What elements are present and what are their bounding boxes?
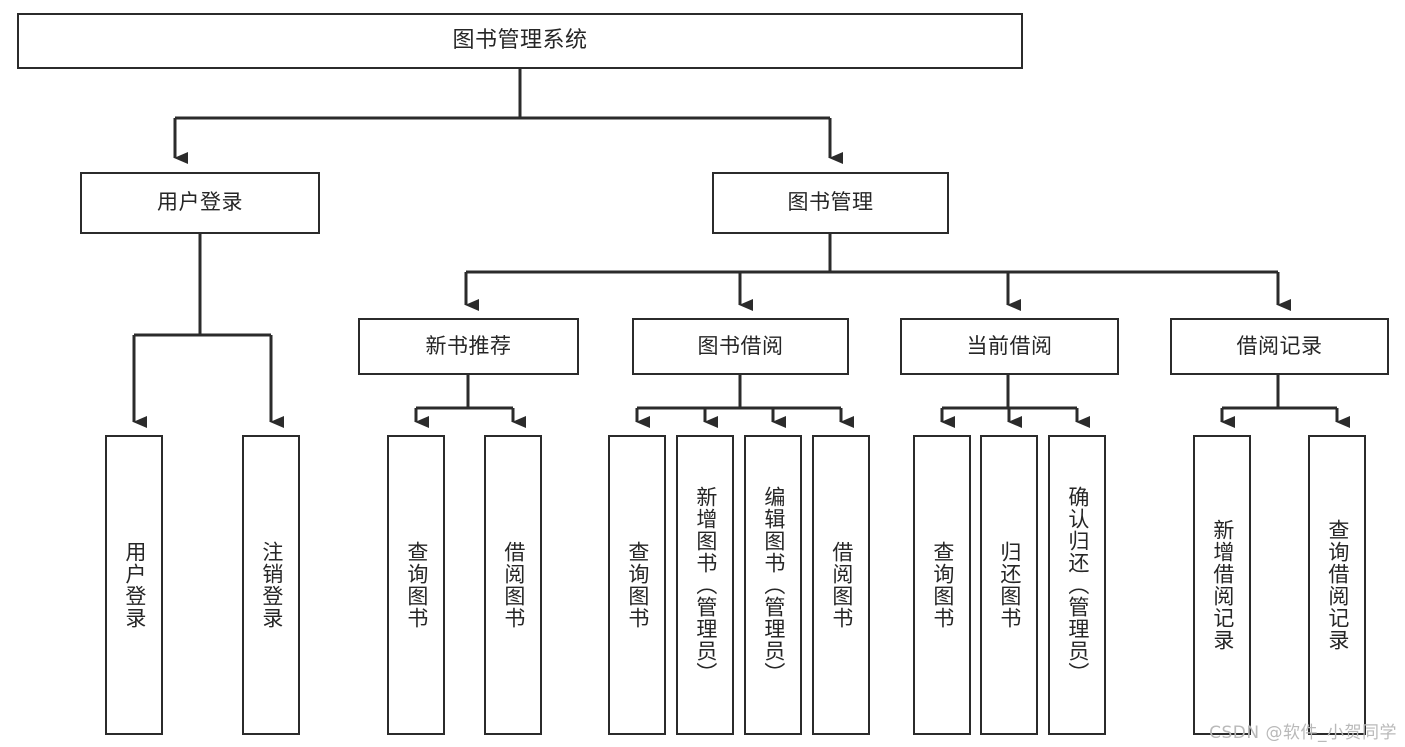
leaf-borrow-record-add[interactable]: 新增借阅记录	[1193, 435, 1251, 735]
node-label: 确认归还（管理员）	[1065, 486, 1090, 684]
node-label: 用户登录	[122, 541, 147, 629]
node-label: 图书管理	[787, 190, 874, 215]
node-label: 归还图书	[997, 541, 1022, 629]
node-label: 图书管理系统	[452, 27, 588, 53]
node-book-borrow[interactable]: 图书借阅	[632, 318, 849, 375]
leaf-book-borrow-borrow[interactable]: 借阅图书	[812, 435, 870, 735]
leaf-book-borrow-query[interactable]: 查询图书	[608, 435, 666, 735]
node-current-borrow[interactable]: 当前借阅	[900, 318, 1119, 375]
leaf-borrow-record-query[interactable]: 查询借阅记录	[1308, 435, 1366, 735]
leaf-new-book-borrow[interactable]: 借阅图书	[484, 435, 542, 735]
node-borrow-record[interactable]: 借阅记录	[1170, 318, 1389, 375]
node-label: 查询图书	[404, 541, 429, 629]
node-label: 图书借阅	[697, 333, 784, 358]
node-label: 借阅图书	[829, 541, 854, 629]
leaf-current-borrow-confirm-return[interactable]: 确认归还（管理员）	[1048, 435, 1106, 735]
node-new-book-recommend[interactable]: 新书推荐	[358, 318, 579, 375]
node-book-management[interactable]: 图书管理	[712, 172, 949, 234]
node-label: 查询借阅记录	[1325, 519, 1350, 651]
leaf-current-borrow-return[interactable]: 归还图书	[980, 435, 1038, 735]
node-label: 新增图书（管理员）	[693, 486, 718, 684]
node-root-library-system[interactable]: 图书管理系统	[17, 13, 1023, 69]
node-label: 查询图书	[930, 541, 955, 629]
node-label: 借阅图书	[501, 541, 526, 629]
node-user-login[interactable]: 用户登录	[80, 172, 320, 234]
watermark-text: CSDN @软件_小贺同学	[1209, 723, 1397, 743]
leaf-user-login-login[interactable]: 用户登录	[105, 435, 163, 735]
node-label: 新书推荐	[425, 333, 512, 358]
leaf-current-borrow-query[interactable]: 查询图书	[913, 435, 971, 735]
leaf-book-borrow-edit[interactable]: 编辑图书（管理员）	[744, 435, 802, 735]
node-label: 借阅记录	[1236, 333, 1323, 358]
leaf-new-book-query[interactable]: 查询图书	[387, 435, 445, 735]
node-label: 用户登录	[157, 190, 243, 215]
node-label: 新增借阅记录	[1210, 519, 1235, 651]
leaf-book-borrow-add[interactable]: 新增图书（管理员）	[676, 435, 734, 735]
node-label: 注销登录	[259, 541, 284, 629]
node-label: 编辑图书（管理员）	[761, 486, 786, 684]
node-label: 查询图书	[625, 541, 650, 629]
node-label: 当前借阅	[966, 333, 1053, 358]
leaf-user-login-logout[interactable]: 注销登录	[242, 435, 300, 735]
